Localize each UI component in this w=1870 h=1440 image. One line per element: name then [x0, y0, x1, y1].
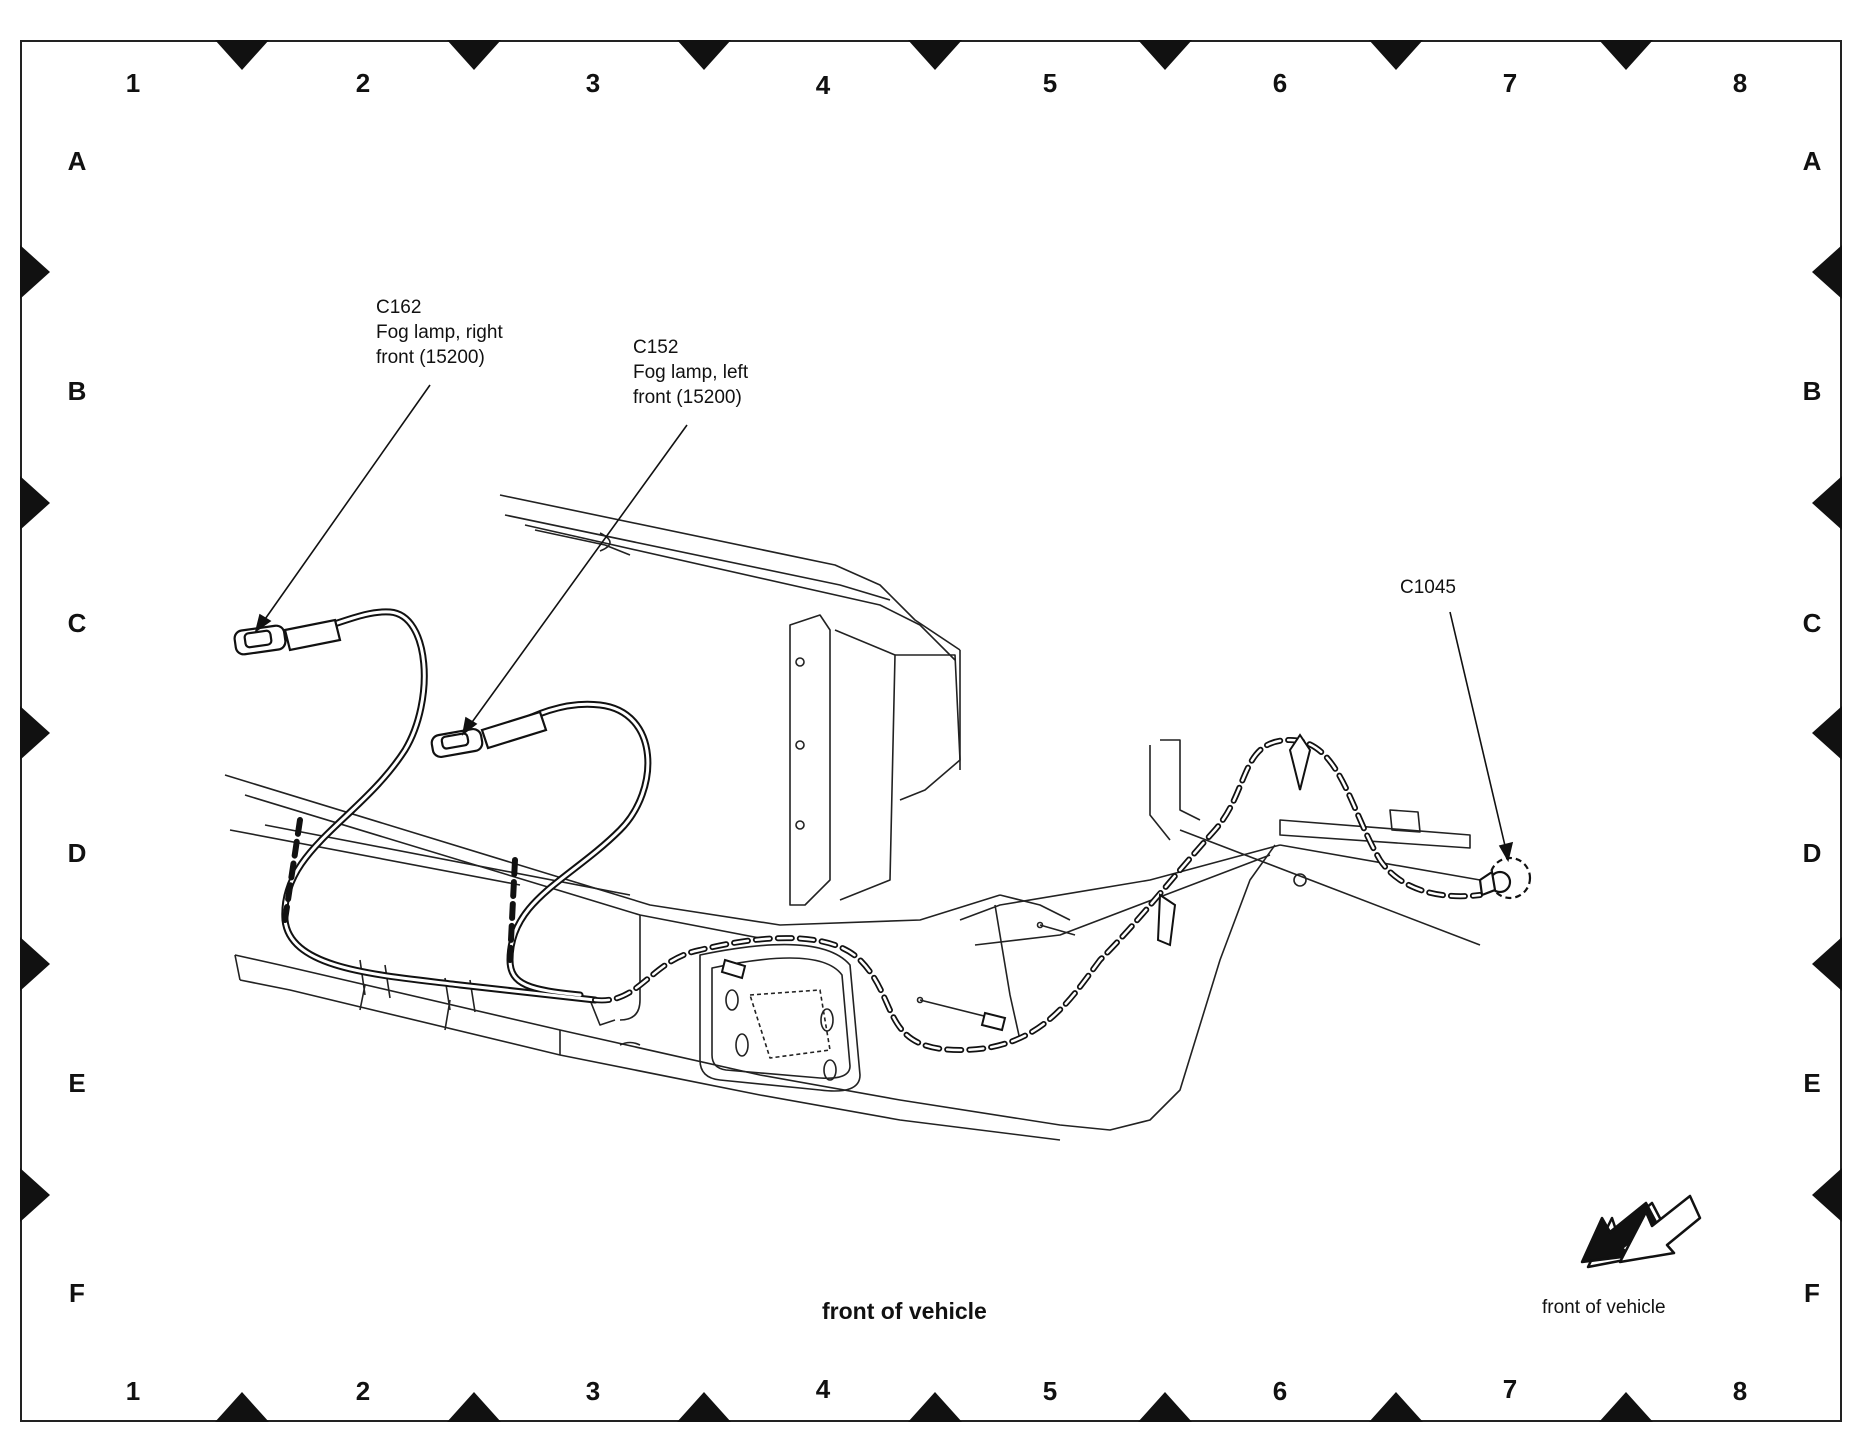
grid-col-top-4: 4	[815, 70, 831, 100]
grid-col-bottom-2: 2	[355, 1376, 371, 1406]
grid-col-bottom-6: 6	[1272, 1376, 1288, 1406]
grid-col-top-2: 2	[355, 68, 371, 98]
front-of-vehicle-arrow-label: front of vehicle	[1542, 1297, 1666, 1318]
grid-row-left-B: B	[67, 376, 87, 406]
connector-c152	[430, 710, 548, 759]
grid-row-left-D: D	[67, 838, 87, 868]
retainer-clips	[720, 733, 1312, 1032]
callout-c162-id: C162	[376, 297, 422, 318]
grid-row-right-D: D	[1802, 838, 1822, 868]
callout-c162: C162 Fog lamp, right front (15200)	[376, 295, 503, 370]
grid-row-right-E: E	[1803, 1068, 1821, 1098]
connector-c162	[233, 618, 342, 656]
front-of-vehicle-arrow-icon	[1580, 1194, 1702, 1269]
grid-col-bottom-1: 1	[125, 1376, 141, 1406]
grid-row-right-C: C	[1802, 608, 1822, 638]
grid-row-left-F: F	[69, 1278, 85, 1308]
grid-col-top-3: 3	[585, 68, 601, 98]
diagram-frame	[20, 40, 1842, 1422]
callout-c162-line1: Fog lamp, right	[376, 322, 503, 343]
grid-col-bottom-5: 5	[1042, 1376, 1058, 1406]
callout-c162-line2: front (15200)	[376, 347, 485, 368]
connector-c1045	[1478, 856, 1532, 900]
grid-col-bottom-4: 4	[815, 1374, 831, 1404]
callout-leaders	[254, 384, 1514, 863]
grid-row-left-C: C	[67, 608, 87, 638]
grid-row-left-A: A	[67, 146, 87, 176]
grid-col-bottom-3: 3	[585, 1376, 601, 1406]
grid-row-right-A: A	[1802, 146, 1822, 176]
callout-c152-id: C152	[633, 337, 679, 358]
grid-row-right-B: B	[1802, 376, 1822, 406]
callout-c152-line1: Fog lamp, left	[633, 362, 749, 383]
grid-col-top-7: 7	[1502, 68, 1518, 98]
grid-col-bottom-7: 7	[1502, 1374, 1518, 1404]
grid-col-top-5: 5	[1042, 68, 1058, 98]
callout-c152-line2: front (15200)	[633, 387, 742, 408]
vehicle-structure	[224, 494, 1481, 1141]
grid-row-right-F: F	[1804, 1278, 1820, 1308]
callout-c1045: C1045	[1400, 575, 1456, 600]
grid-row-left-E: E	[68, 1068, 86, 1098]
grid-col-bottom-8: 8	[1732, 1376, 1748, 1406]
callout-c1045-id: C1045	[1400, 577, 1456, 598]
grid-col-top-6: 6	[1272, 68, 1288, 98]
callout-c152: C152 Fog lamp, left front (15200)	[633, 335, 748, 410]
grid-tick-markers	[20, 40, 1842, 1422]
grid-col-top-8: 8	[1732, 68, 1748, 98]
grid-col-top-1: 1	[125, 68, 141, 98]
front-of-vehicle-caption: front of vehicle	[822, 1298, 987, 1324]
fog-lamp-harness	[271, 608, 652, 1004]
